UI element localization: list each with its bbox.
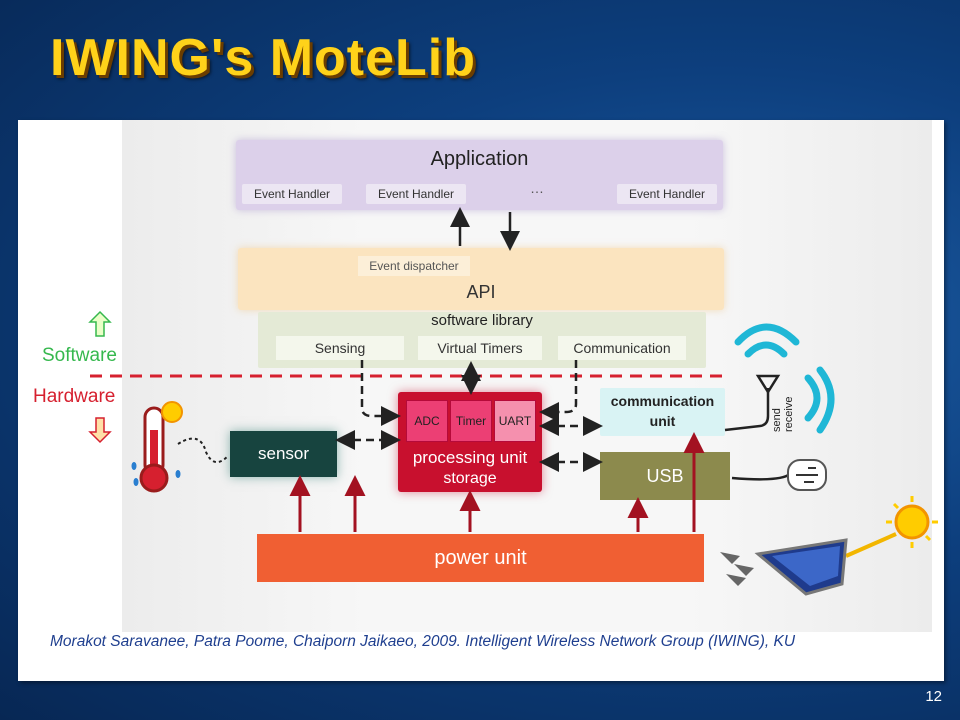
processing-unit-label: processing unit xyxy=(412,448,528,467)
usb-plug-icon xyxy=(787,459,827,491)
antenna-send-label: send xyxy=(771,408,783,432)
sunlight-beam xyxy=(845,532,897,558)
antenna-icon xyxy=(755,374,781,395)
antenna-receive-label: receive xyxy=(783,397,795,432)
page-number: 12 xyxy=(925,688,942,705)
module-virtual-timers: Virtual Timers xyxy=(418,336,542,360)
citation-text: Morakot Saravanee, Patra Poome, Chaiporn… xyxy=(50,633,796,650)
usb-box: USB xyxy=(600,452,730,500)
chip-timer: Timer xyxy=(450,400,492,442)
hardware-down-arrow-icon xyxy=(88,417,112,444)
software-library-label: software library xyxy=(431,312,533,329)
handler-ellipsis: … xyxy=(530,180,544,196)
api-label: API xyxy=(466,282,496,302)
communication-line2: unit xyxy=(649,413,676,429)
event-handler-2: Event Handler xyxy=(366,184,466,204)
module-sensing: Sensing xyxy=(276,336,404,360)
slide-title: IWING's MoteLib xyxy=(50,29,476,87)
software-library: software library Sensing Virtual Timers … xyxy=(258,312,706,368)
usb-cable xyxy=(731,472,791,481)
sun-icon xyxy=(886,496,938,548)
small-sun-icon xyxy=(161,401,183,423)
communication-line1: communication xyxy=(610,393,715,409)
arrow-communication-to-uart xyxy=(539,360,578,422)
application-label: Application xyxy=(430,148,529,170)
wireless-signal-icon xyxy=(734,323,835,434)
api-layer: Event dispatcher API xyxy=(238,248,724,310)
communication-unit: communication unit xyxy=(600,388,725,436)
arrow-sensing-to-adc xyxy=(360,360,401,426)
solar-panel-icon xyxy=(754,538,848,596)
module-communication: Communication xyxy=(558,336,686,360)
chip-uart: UART xyxy=(494,400,536,442)
event-handler-1: Event Handler xyxy=(242,184,342,204)
sensor-wire xyxy=(177,437,229,463)
application-layer: Application Event Handler Event Handler … xyxy=(236,140,723,210)
thermometer-icon xyxy=(139,406,169,493)
event-dispatcher: Event dispatcher xyxy=(358,256,470,276)
chip-adc: ADC xyxy=(406,400,448,442)
antenna-cable xyxy=(724,388,770,432)
power-unit: power unit xyxy=(257,534,704,582)
rain-drops-icon xyxy=(131,462,181,486)
processing-unit: ADC Timer UART processing unit storage xyxy=(398,392,542,492)
storage-label: storage xyxy=(443,470,497,487)
hardware-label: Hardware xyxy=(33,386,116,407)
event-handler-3: Event Handler xyxy=(617,184,717,204)
sensor-box: sensor xyxy=(230,431,337,477)
software-up-arrow-icon xyxy=(88,310,112,337)
software-label: Software xyxy=(42,345,117,366)
energy-flow-arrows xyxy=(720,552,754,586)
